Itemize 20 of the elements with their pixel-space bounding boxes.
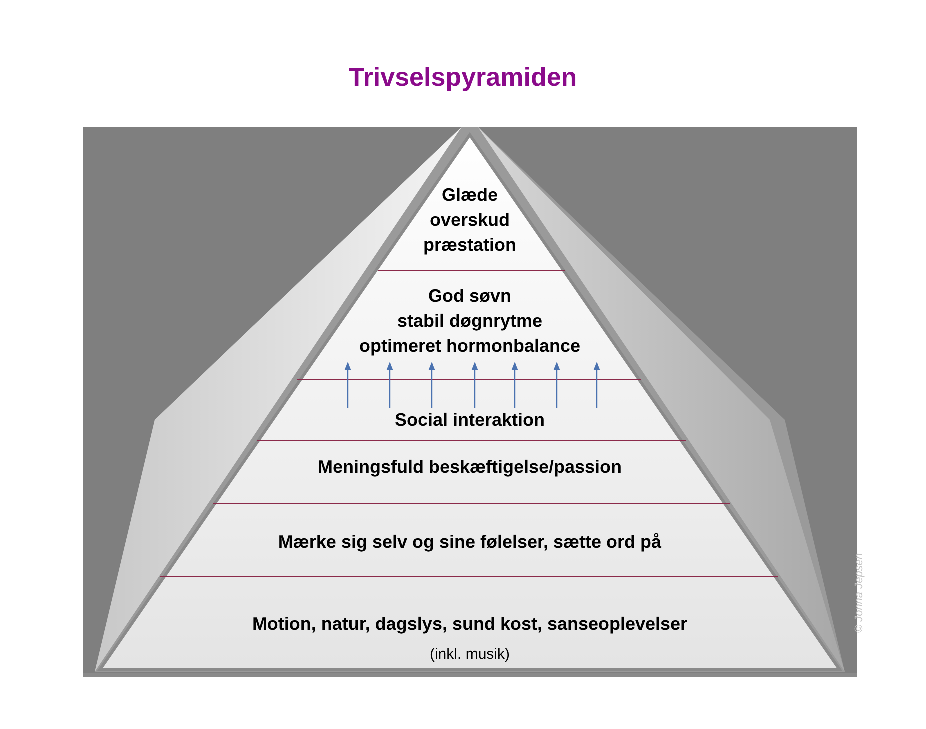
level-text: optimeret hormonbalance <box>359 335 581 358</box>
arrow <box>344 362 352 408</box>
level-text: Social interaktion <box>394 409 546 432</box>
arrow <box>472 362 478 408</box>
level-text: God søvn <box>428 285 512 308</box>
arrow <box>554 362 560 408</box>
level-text: overskud <box>430 209 510 232</box>
level-text: Meningsfuld beskæftigelse/passion <box>318 456 622 479</box>
level-text: præstation <box>423 234 516 257</box>
arrow <box>386 362 394 408</box>
level-text: Motion, natur, dagslys, sund kost, sanseoplevelser <box>252 613 688 636</box>
level-note: (inkl. musik) <box>430 645 510 665</box>
copyright-note: © Jonna Jepsen <box>852 553 867 634</box>
title: Trivselspyramiden <box>348 61 578 94</box>
arrow <box>428 362 436 408</box>
arrow <box>512 362 518 408</box>
level-text: Glæde <box>442 184 498 207</box>
level-text: Mærke sig selv og sine følelser, sætte ord på <box>278 531 662 554</box>
level-text: stabil døgnrytme <box>397 310 543 333</box>
arrow <box>594 362 600 408</box>
